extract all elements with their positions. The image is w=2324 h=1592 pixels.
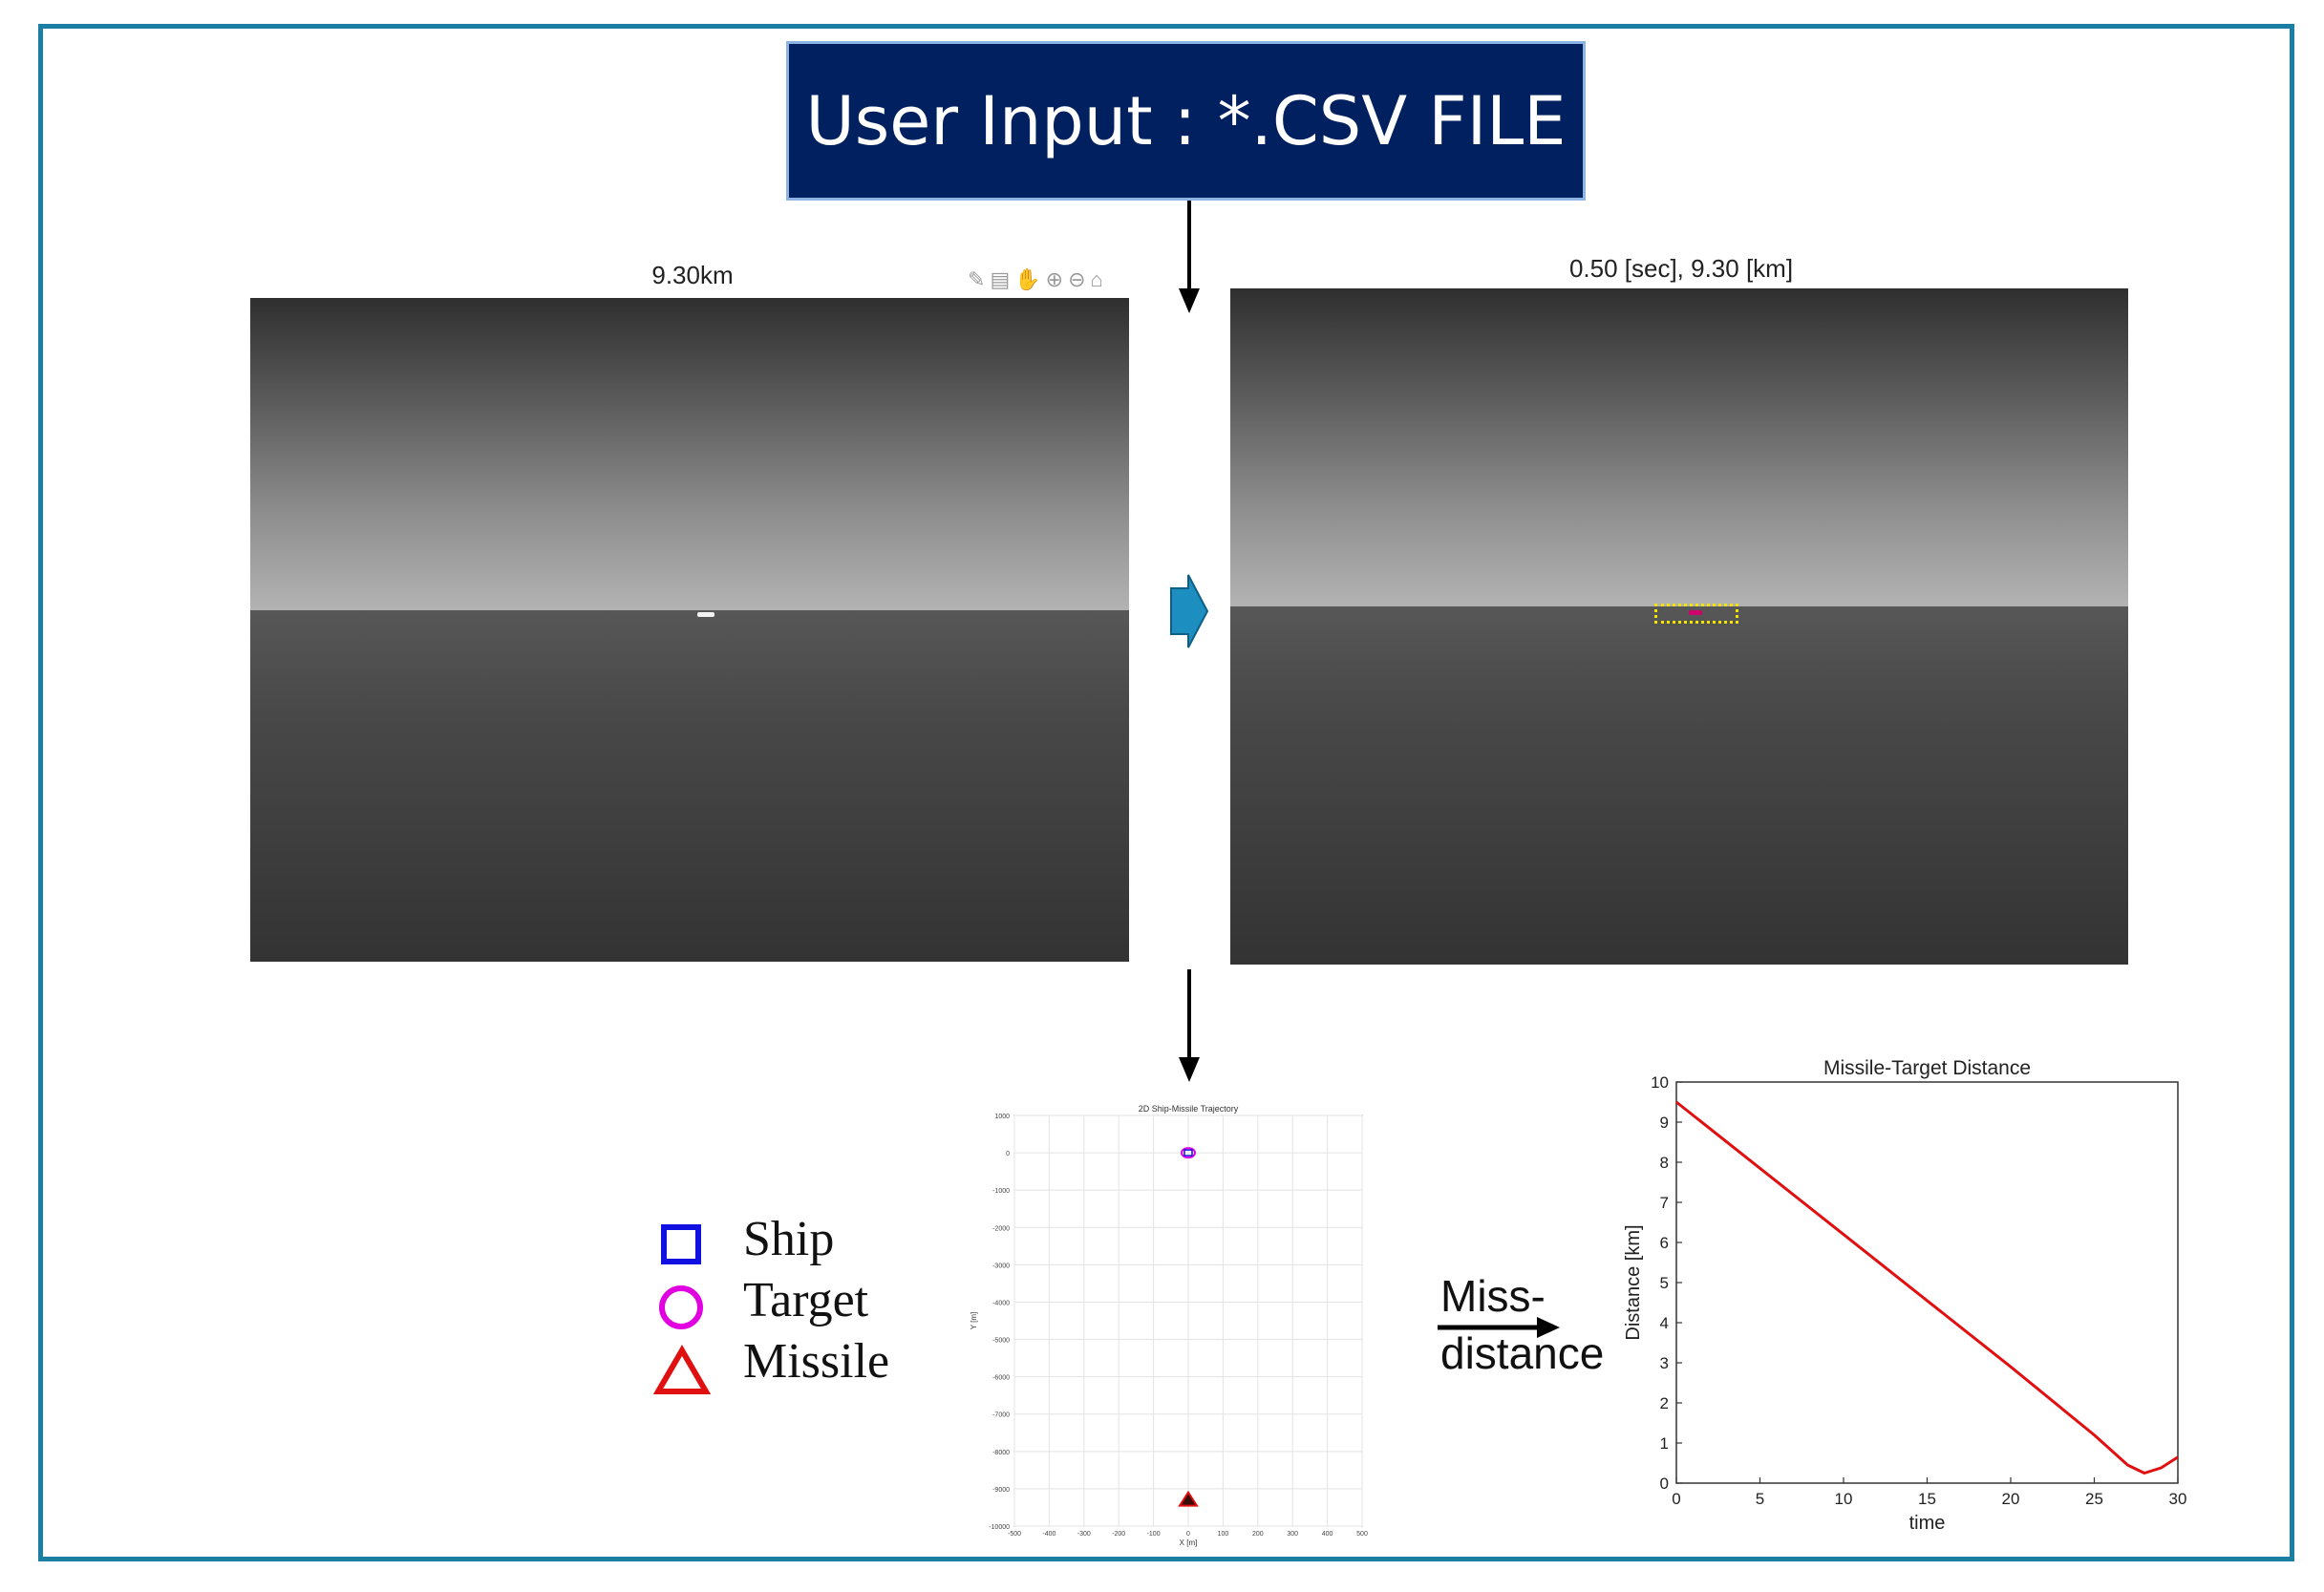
y-tick-label: 3 (1660, 1354, 1669, 1372)
plot-toolbar: ✎ ▤ ✋ ⊕ ⊖ ⌂ (968, 267, 1103, 292)
y-tick-label: 9 (1660, 1114, 1669, 1132)
x-axis-label: time (1909, 1513, 1946, 1534)
right-arrow-icon (1170, 574, 1209, 648)
y-tick-label: 6 (1660, 1234, 1669, 1252)
missile-triangle-icon (653, 1345, 711, 1394)
x-tick-label: -100 (1147, 1531, 1161, 1538)
x-tick-label: 200 (1252, 1531, 1264, 1538)
plot-area (1675, 1081, 2179, 1484)
left-panel-title: 9.30km (651, 261, 734, 289)
missile-marker (1178, 1490, 1199, 1507)
y-tick-label: -4000 (992, 1300, 1010, 1306)
x-tick-label: 10 (1835, 1490, 1853, 1508)
y-tick-label: 2 (1660, 1394, 1669, 1412)
y-tick-label: 4 (1660, 1314, 1669, 1332)
y-tick-label: -1000 (992, 1188, 1010, 1195)
y-tick-label: 1000 (994, 1114, 1010, 1120)
x-axis-label: X [m] (1180, 1539, 1198, 1547)
x-tick-label: -500 (1008, 1531, 1021, 1538)
sky-region (250, 298, 1129, 610)
tracking-box (1654, 604, 1738, 624)
x-tick-label: 30 (2169, 1490, 2187, 1508)
y-tick-label: 7 (1660, 1194, 1669, 1212)
pan-icon[interactable]: ✋ (1014, 267, 1041, 291)
target-marker (1181, 1147, 1196, 1159)
x-tick-label: 0 (1672, 1490, 1680, 1508)
zoom-out-icon[interactable]: ⊖ (1068, 267, 1086, 291)
ship-square-icon (661, 1224, 701, 1264)
target-circle-icon (659, 1285, 703, 1329)
data-tips-icon[interactable]: ▤ (990, 267, 1011, 291)
y-tick-label: -3000 (992, 1263, 1010, 1269)
y-tick-label: 0 (1006, 1151, 1010, 1157)
zoom-in-icon[interactable]: ⊕ (1045, 267, 1064, 291)
x-tick-label: 5 (1756, 1490, 1764, 1508)
sea-region (1230, 605, 2128, 965)
y-tick-label: -2000 (992, 1225, 1010, 1232)
x-tick-label: 0 (1186, 1531, 1190, 1538)
y-axis-label: Y [m] (970, 1312, 978, 1330)
y-tick-label: 8 (1660, 1154, 1669, 1172)
x-tick-label: 100 (1218, 1531, 1229, 1538)
distance-series-line (1675, 1100, 2179, 1475)
sky-region (1230, 288, 2128, 606)
outer-frame (38, 24, 2294, 1561)
sea-region (250, 609, 1129, 962)
brush-icon[interactable]: ✎ (968, 267, 986, 291)
y-axis-label: Distance [km] (1623, 1224, 1644, 1340)
legend-missile-label: Missile (743, 1334, 890, 1389)
left-ir-image (250, 298, 1129, 962)
miss-arrow (1438, 1317, 1560, 1338)
y-tick-label: -7000 (992, 1412, 1010, 1419)
miss-label-line2: distance (1440, 1328, 1605, 1378)
x-tick-label: 25 (2085, 1490, 2103, 1508)
x-tick-label: -200 (1112, 1531, 1125, 1538)
y-tick-label: 5 (1660, 1274, 1669, 1292)
home-icon[interactable]: ⌂ (1090, 267, 1103, 291)
x-tick-label: -400 (1042, 1531, 1055, 1538)
x-tick-label: 15 (1918, 1490, 1936, 1508)
y-tick-label: -10000 (989, 1524, 1010, 1531)
right-panel-title: 0.50 [sec], 9.30 [km] (1568, 254, 1794, 283)
x-tick-label: 500 (1356, 1531, 1368, 1538)
down-arrow-top (1179, 201, 1200, 313)
header-title: User Input : *.CSV FILE (805, 81, 1567, 160)
legend-ship-label: Ship (743, 1212, 835, 1266)
legend-target-label: Target (743, 1273, 869, 1327)
chart-title: 2D Ship-Missile Trajectory (1139, 1104, 1239, 1114)
miss-label-line1: Miss- (1440, 1271, 1546, 1321)
header-title-box: User Input : *.CSV FILE (786, 41, 1586, 201)
chart-title: Missile-Target Distance (1823, 1057, 2031, 1079)
y-tick-label: 1 (1660, 1434, 1669, 1453)
distance-chart: 0 5 10 15 20 25 30 0 1 2 3 4 5 6 7 8 9 10 Missile-Target D… (1623, 1057, 2187, 1534)
down-arrow-bottom (1179, 969, 1200, 1082)
x-tick-label: -300 (1077, 1531, 1091, 1538)
y-tick-label: 10 (1651, 1073, 1669, 1092)
y-tick-label: 0 (1660, 1475, 1669, 1493)
ship-blip (697, 612, 714, 617)
y-tick-label: -6000 (992, 1375, 1010, 1382)
right-ir-image (1230, 288, 2128, 965)
y-tick-label: -8000 (992, 1450, 1010, 1456)
x-tick-label: 300 (1287, 1531, 1298, 1538)
x-tick-label: 400 (1322, 1531, 1333, 1538)
target-blip (1689, 610, 1702, 615)
x-tick-label: 20 (2002, 1490, 2020, 1508)
ship-marker (1183, 1149, 1193, 1157)
y-tick-label: -9000 (992, 1487, 1010, 1494)
y-tick-label: -5000 (992, 1338, 1010, 1345)
